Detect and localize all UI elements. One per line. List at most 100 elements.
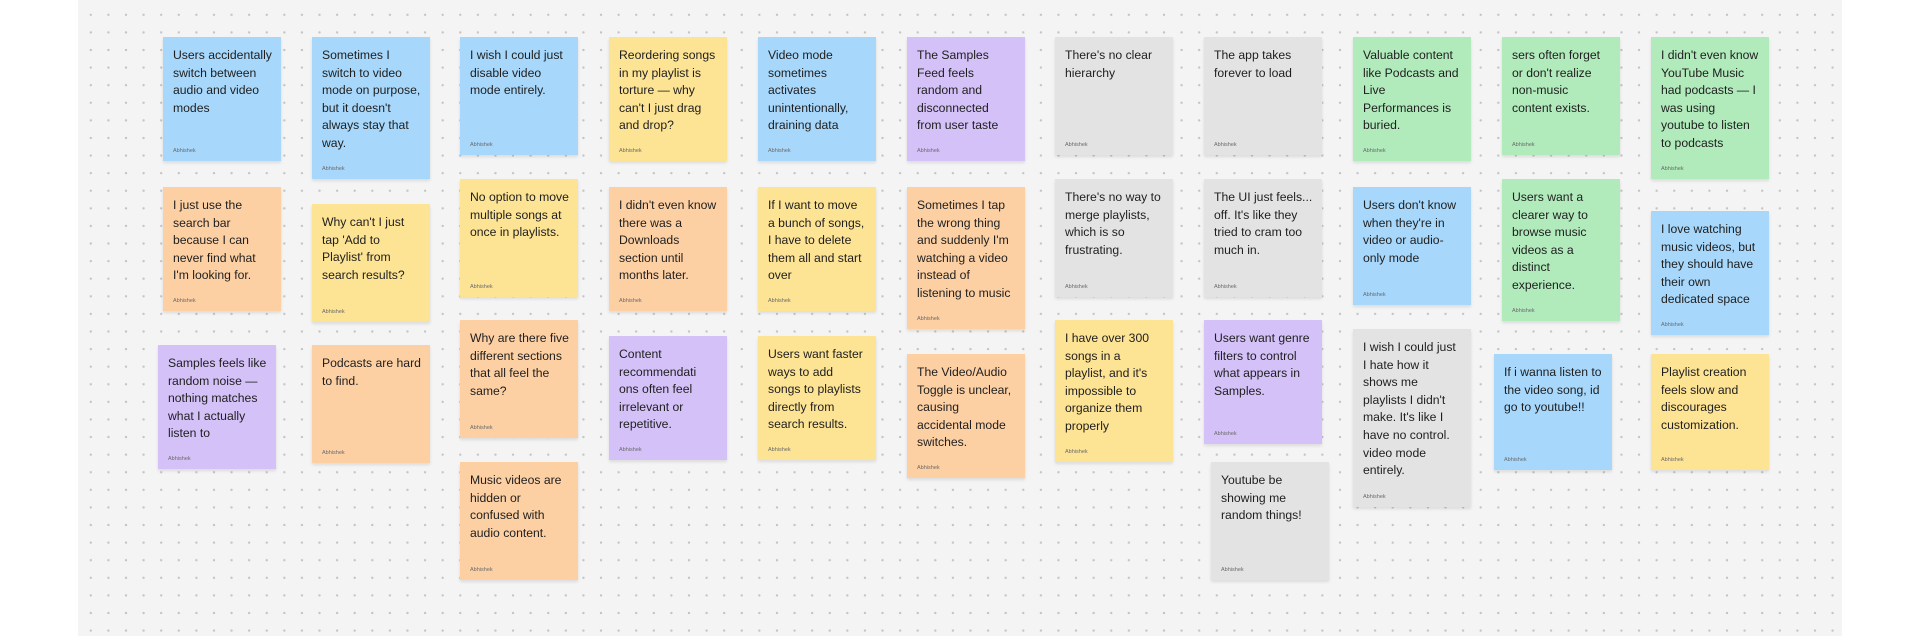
sticky-note[interactable]: Sometimes I tap the wrong thing and sudd…: [907, 187, 1025, 329]
sticky-note-text: Music videos are hidden or confused with…: [470, 473, 562, 540]
sticky-note-author: Abhishek: [322, 450, 345, 456]
sticky-note[interactable]: sers often forget or don't realize non-m…: [1502, 37, 1620, 155]
sticky-note[interactable]: Video mode sometimes activates unintenti…: [758, 37, 876, 161]
sticky-note-text: Valuable content like Podcasts and Live …: [1363, 48, 1459, 133]
sticky-note[interactable]: The UI just feels... off. It's like they…: [1204, 179, 1322, 297]
sticky-note-text: Users don't know when they're in video o…: [1363, 198, 1457, 265]
sticky-note-author: Abhishek: [768, 298, 791, 304]
sticky-note-text: I wish I could just disable video mode e…: [470, 48, 563, 98]
sticky-note-author: Abhishek: [917, 465, 940, 471]
sticky-note[interactable]: I wish I could just I hate how it shows …: [1353, 329, 1471, 507]
sticky-note-text: I didn't even know YouTube Music had pod…: [1661, 48, 1759, 150]
whiteboard-canvas[interactable]: Users accidentally switch between audio …: [78, 0, 1842, 636]
sticky-note[interactable]: The Video/Audio Toggle is unclear, causi…: [907, 354, 1025, 478]
sticky-note-author: Abhishek: [768, 148, 791, 154]
sticky-note[interactable]: I just use the search bar because I can …: [163, 187, 281, 311]
sticky-note-text: The app takes forever to load: [1214, 48, 1292, 80]
sticky-note[interactable]: Samples feels like random noise — nothin…: [158, 345, 276, 469]
sticky-note-text: I just use the search bar because I can …: [173, 198, 256, 283]
sticky-note-author: Abhishek: [1512, 142, 1535, 148]
sticky-note-author: Abhishek: [168, 456, 191, 462]
sticky-note-author: Abhishek: [322, 309, 345, 315]
sticky-note-author: Abhishek: [1363, 148, 1386, 154]
sticky-note-author: Abhishek: [1214, 284, 1237, 290]
sticky-note[interactable]: I have over 300 songs in a playlist, and…: [1055, 320, 1173, 462]
sticky-note-author: Abhishek: [917, 148, 940, 154]
sticky-note[interactable]: If I want to move a bunch of songs, I ha…: [758, 187, 876, 311]
sticky-note-text: Content recommendati ons often feel irre…: [619, 347, 697, 432]
sticky-note-author: Abhishek: [1065, 284, 1088, 290]
sticky-note-author: Abhishek: [1661, 322, 1684, 328]
sticky-note-author: Abhishek: [917, 316, 940, 322]
sticky-note[interactable]: Podcasts are hard to find. Abhishek: [312, 345, 430, 463]
sticky-note[interactable]: Youtube be showing me random things! Abh…: [1211, 462, 1329, 580]
sticky-note-author: Abhishek: [470, 567, 493, 573]
sticky-note-text: If i wanna listen to the video song, id …: [1504, 365, 1602, 415]
sticky-note-text: Users want a clearer way to browse music…: [1512, 190, 1588, 292]
sticky-note-text: The Video/Audio Toggle is unclear, causi…: [917, 365, 1012, 450]
sticky-note-text: Youtube be showing me random things!: [1221, 473, 1302, 523]
sticky-note-text: Why are there five different sections th…: [470, 331, 569, 398]
sticky-note-text: Sometimes I switch to video mode on purp…: [322, 48, 421, 150]
sticky-note[interactable]: Users want a clearer way to browse music…: [1502, 179, 1620, 321]
sticky-note-text: I wish I could just I hate how it shows …: [1363, 340, 1456, 478]
sticky-note[interactable]: Reordering songs in my playlist is tortu…: [609, 37, 727, 161]
sticky-note-author: Abhishek: [1221, 567, 1244, 573]
sticky-note-text: Users accidentally switch between audio …: [173, 48, 272, 115]
sticky-note-author: Abhishek: [768, 447, 791, 453]
sticky-note[interactable]: I didn't even know there was a Downloads…: [609, 187, 727, 311]
sticky-note[interactable]: Music videos are hidden or confused with…: [460, 462, 578, 580]
sticky-note-text: I love watching music videos, but they s…: [1661, 222, 1756, 307]
sticky-note[interactable]: Why are there five different sections th…: [460, 320, 578, 438]
sticky-note[interactable]: Playlist creation feels slow and discour…: [1651, 354, 1769, 470]
sticky-note-text: If I want to move a bunch of songs, I ha…: [768, 198, 865, 283]
sticky-note-text: Sometimes I tap the wrong thing and sudd…: [917, 198, 1011, 300]
sticky-note-author: Abhishek: [1661, 457, 1684, 463]
sticky-note[interactable]: No option to move multiple songs at once…: [460, 179, 578, 297]
sticky-note[interactable]: Content recommendati ons often feel irre…: [609, 336, 727, 460]
sticky-note-text: Why can't I just tap 'Add to Playlist' f…: [322, 215, 405, 282]
sticky-note-author: Abhishek: [173, 298, 196, 304]
sticky-note-text: Playlist creation feels slow and discour…: [1661, 365, 1747, 432]
sticky-note[interactable]: Valuable content like Podcasts and Live …: [1353, 37, 1471, 161]
sticky-note-text: The Samples Feed feels random and discon…: [917, 48, 999, 133]
sticky-note-text: Samples feels like random noise — nothin…: [168, 356, 267, 441]
sticky-note-author: Abhishek: [470, 425, 493, 431]
sticky-note-text: There's no way to merge playlists, which…: [1065, 190, 1161, 257]
sticky-note-text: sers often forget or don't realize non-m…: [1512, 48, 1601, 115]
sticky-note[interactable]: I love watching music videos, but they s…: [1651, 211, 1769, 335]
sticky-note-author: Abhishek: [470, 142, 493, 148]
sticky-note[interactable]: I didn't even know YouTube Music had pod…: [1651, 37, 1769, 179]
sticky-note-author: Abhishek: [619, 148, 642, 154]
sticky-note[interactable]: I wish I could just disable video mode e…: [460, 37, 578, 155]
sticky-note[interactable]: Users accidentally switch between audio …: [163, 37, 281, 161]
sticky-note[interactable]: Users want faster ways to add songs to p…: [758, 336, 876, 460]
sticky-note[interactable]: If i wanna listen to the video song, id …: [1494, 354, 1612, 470]
sticky-note-text: Reordering songs in my playlist is tortu…: [619, 48, 716, 133]
sticky-note[interactable]: The app takes forever to load Abhishek: [1204, 37, 1322, 155]
sticky-note[interactable]: Users don't know when they're in video o…: [1353, 187, 1471, 305]
sticky-note-text: I didn't even know there was a Downloads…: [619, 198, 717, 283]
sticky-note-author: Abhishek: [619, 447, 642, 453]
sticky-note[interactable]: The Samples Feed feels random and discon…: [907, 37, 1025, 161]
sticky-note-author: Abhishek: [470, 284, 493, 290]
sticky-note-author: Abhishek: [322, 166, 345, 172]
sticky-note-text: Video mode sometimes activates unintenti…: [768, 48, 849, 133]
sticky-note-author: Abhishek: [173, 148, 196, 154]
sticky-note-text: There's no clear hierarchy: [1065, 48, 1153, 80]
sticky-note-author: Abhishek: [1363, 292, 1386, 298]
sticky-note[interactable]: Sometimes I switch to video mode on purp…: [312, 37, 430, 179]
sticky-note[interactable]: Why can't I just tap 'Add to Playlist' f…: [312, 204, 430, 322]
sticky-note-text: No option to move multiple songs at once…: [470, 190, 569, 240]
sticky-note-author: Abhishek: [619, 298, 642, 304]
sticky-note[interactable]: There's no way to merge playlists, which…: [1055, 179, 1173, 297]
sticky-note-text: Users want faster ways to add songs to p…: [768, 347, 863, 432]
sticky-note-author: Abhishek: [1065, 449, 1088, 455]
sticky-note[interactable]: Users want genre filters to control what…: [1204, 320, 1322, 444]
sticky-note-text: Podcasts are hard to find.: [322, 356, 421, 388]
sticky-note-author: Abhishek: [1661, 166, 1684, 172]
sticky-note[interactable]: There's no clear hierarchy Abhishek: [1055, 37, 1173, 155]
sticky-note-text: I have over 300 songs in a playlist, and…: [1065, 331, 1150, 433]
sticky-note-author: Abhishek: [1065, 142, 1088, 148]
sticky-note-author: Abhishek: [1214, 142, 1237, 148]
